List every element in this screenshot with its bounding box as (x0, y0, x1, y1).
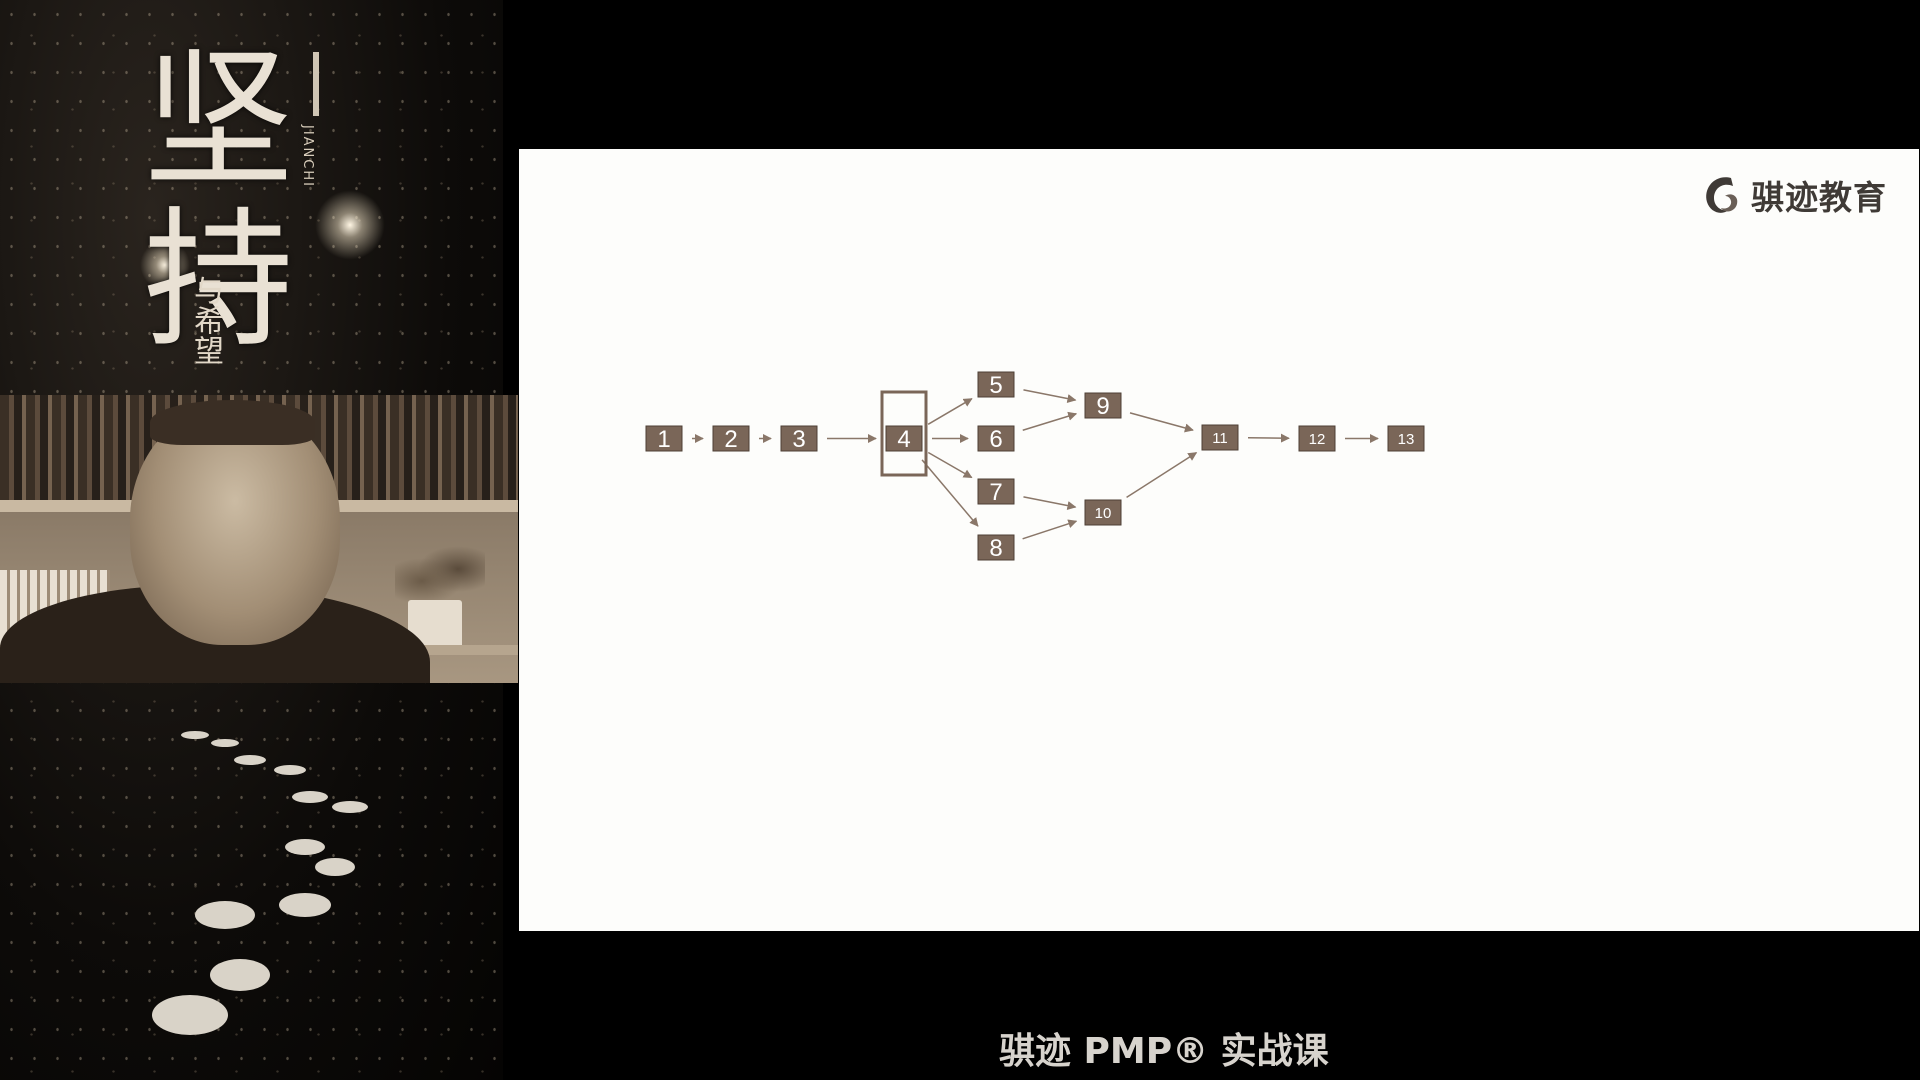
brand-name: 骐迹教育 (1751, 178, 1887, 217)
poster-subtitle: 与希望 (188, 275, 223, 365)
edge-9-11 (1129, 412, 1194, 433)
node-box (1084, 392, 1122, 419)
edge-10-11 (1126, 451, 1198, 499)
footprints-illustration (152, 731, 368, 1035)
edge-6-9 (1022, 411, 1078, 431)
node-box (977, 534, 1015, 561)
poster-title: 坚持 (118, 40, 292, 360)
node-label: 13 (1398, 431, 1415, 448)
node-box (780, 425, 818, 452)
node-box (885, 425, 923, 452)
highlight-box (880, 390, 928, 477)
node-box (977, 425, 1015, 452)
node-9: 9 (1084, 392, 1122, 420)
brand-logo: 骐迹教育 (1701, 171, 1887, 219)
node-label: 10 (1095, 505, 1112, 522)
course-caption: 骐迹 PMP® 实战课 (999, 1031, 1329, 1072)
plant (395, 545, 485, 605)
node-label: 4 (897, 426, 910, 453)
presenter-hair (150, 400, 315, 445)
node-box (977, 478, 1015, 505)
presenter-webcam (0, 395, 518, 683)
node-11: 11 (1201, 424, 1239, 451)
edge-5-9 (1023, 389, 1077, 403)
caption-bar: 骐迹 PMP® 实战课 (0, 1022, 1920, 1072)
light-flare (140, 240, 190, 290)
edge-4-5 (927, 398, 973, 425)
node-label: 3 (792, 426, 805, 453)
node-4: 4 (885, 425, 923, 453)
node-box (1387, 425, 1425, 452)
node-3: 3 (780, 425, 818, 453)
edge-4-8 (921, 459, 979, 527)
edge-7-10 (1023, 496, 1077, 510)
poster-roman-text: JIANCHI (300, 125, 315, 188)
presenter-head (130, 405, 340, 645)
node-label: 9 (1096, 393, 1109, 420)
node-2: 2 (712, 425, 750, 453)
node-6: 6 (977, 425, 1015, 453)
node-8: 8 (977, 534, 1015, 562)
node-box (1201, 424, 1239, 451)
node-label: 12 (1309, 431, 1326, 448)
node-label: 1 (657, 426, 670, 453)
node-label: 2 (724, 426, 737, 453)
node-label: 5 (989, 372, 1002, 399)
node-13: 13 (1387, 425, 1425, 452)
node-5: 5 (977, 371, 1015, 399)
node-box (1298, 425, 1336, 452)
node-box (712, 425, 750, 452)
node-label: 6 (989, 426, 1002, 453)
edge-4-7 (927, 451, 973, 479)
node-7: 7 (977, 478, 1015, 506)
node-box (1084, 499, 1122, 526)
node-1: 1 (645, 425, 683, 453)
light-flare (315, 190, 385, 260)
node-label: 7 (989, 479, 1002, 506)
brand-swirl-icon (1706, 177, 1738, 213)
node-12: 12 (1298, 425, 1336, 452)
node-10: 10 (1084, 499, 1122, 526)
edge-8-10 (1022, 519, 1078, 540)
node-label: 11 (1212, 430, 1228, 447)
node-box (977, 371, 1015, 398)
node-box (645, 425, 683, 452)
node-label: 8 (989, 535, 1002, 562)
poster-accent-bar (313, 52, 319, 116)
